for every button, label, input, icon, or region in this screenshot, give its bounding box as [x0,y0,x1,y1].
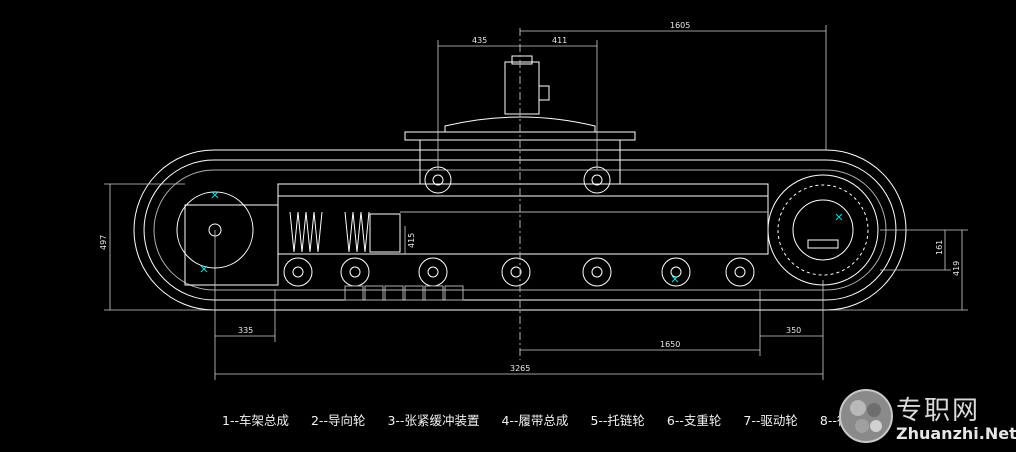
sprocket-mid [777,184,869,276]
dim-right-top: 411 [552,36,567,45]
frame-body [277,183,769,255]
dim-right-height: 419 [952,261,961,276]
track-inner-loop-2 [153,169,887,291]
watermark: 专职网 Zhuanzhi.Net [838,384,1016,450]
carrier-roller-left-hub [432,174,444,186]
legend-item-1: 1--车架总成 [222,412,289,428]
top-platform [404,131,636,141]
watermark-chinese: 专职网 [896,396,981,426]
track-rollers [283,257,755,287]
dim-left-bottom: 335 [238,326,253,335]
tension-spring-2 [344,211,370,253]
carrier-roller-right [583,166,611,194]
motor-housing [504,61,540,115]
carrier-roller-right-hub [591,174,603,186]
cyan-marker-box [200,265,208,273]
legend-item-4: 4--履带总成 [501,412,569,428]
motor-side-box [538,85,550,101]
dim-right-small: 161 [935,240,944,255]
tension-spring [289,211,323,253]
watermark-english: Zhuanzhi.Net [896,424,1016,443]
legend-item-5: 5--托链轮 [590,412,645,428]
motor-cap [511,55,533,65]
track-inner-loop [143,159,897,301]
dim-mid-bottom: 1650 [660,340,680,349]
sprocket-inner [792,199,854,261]
cyan-marker-idler [211,191,219,199]
legend-item-7: 7--驱动轮 [743,412,798,428]
watermark-logo-icon [839,389,893,443]
dim-total-length: 3265 [510,364,530,373]
carrier-roller-left [424,166,452,194]
slewing-plate [444,116,596,133]
dim-height: 497 [99,235,108,250]
dim-right-bottom: 350 [786,326,801,335]
legend-item-2: 2--导向轮 [310,412,366,428]
sprocket-hub-mark [807,239,839,249]
tensioner-cylinder [369,213,401,253]
legend-item-6: 6--支重轮 [666,412,722,428]
dim-overall-width: 1605 [670,21,690,30]
cyan-marker-sprocket [835,213,843,221]
track-link-blocks [344,285,464,301]
dim-spring: 415 [407,233,416,248]
sprocket-outer [767,174,879,286]
dim-left-top: 435 [472,36,487,45]
parts-legend: 1--车架总成 2--导向轮 3--张紧缓冲装置 4--履带总成 5--托链轮 … [222,408,862,430]
cyan-marker-roller [671,275,679,283]
frame-left-box [184,204,279,286]
legend-item-3: 3--张紧缓冲装置 [387,412,480,428]
